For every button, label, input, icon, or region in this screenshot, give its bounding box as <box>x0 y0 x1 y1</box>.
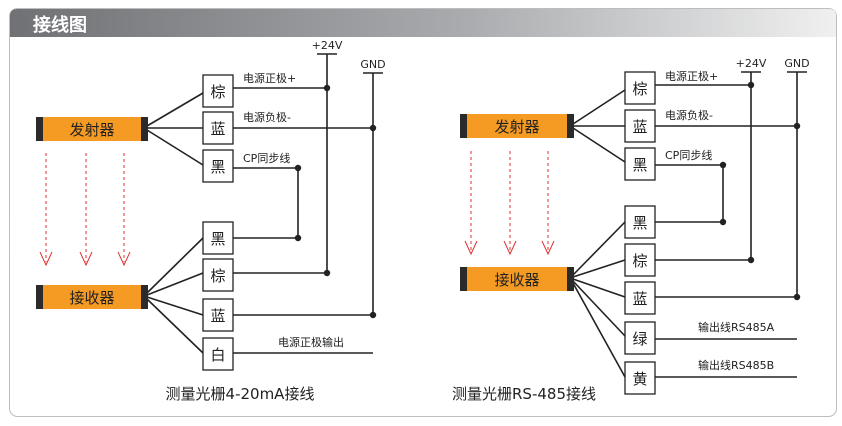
left-emitter-wire-brown <box>146 92 204 127</box>
beam-arrowhead <box>117 251 131 267</box>
wire-box <box>624 205 656 239</box>
wire-box <box>202 149 234 183</box>
junction-dot <box>747 256 755 264</box>
gnd-label: GND <box>360 58 385 71</box>
left-receiver-device: 接收器 <box>36 285 148 309</box>
wire-color-label: 棕 <box>632 80 647 98</box>
wire-color-label: 蓝 <box>210 120 225 138</box>
right-annotations: +24V GND 电源正极+ 电源负极- CP同步线 输出线RS485A 输出线… <box>665 57 810 372</box>
junction-dot <box>793 122 801 130</box>
right-emitter-device: 发射器 <box>460 114 574 138</box>
wire-color-label: 棕 <box>210 83 225 101</box>
wire-color-label: 蓝 <box>632 118 647 136</box>
wire-color-label: 黑 <box>632 214 647 232</box>
junction-dot <box>323 84 331 92</box>
wire-note-negative: 电源负极- <box>243 110 291 124</box>
wire-color-label: 绿 <box>632 330 647 348</box>
left-emitter-wire-black <box>146 129 204 166</box>
right-receiver-label: 接收器 <box>494 271 539 289</box>
junction-dot <box>719 161 727 169</box>
wire-color-label: 棕 <box>210 267 225 285</box>
wire-box <box>202 111 234 145</box>
wire-note-negative: 电源负极- <box>665 108 713 122</box>
v24-label: +24V <box>736 57 767 70</box>
rs485a-note: 输出线RS485A <box>698 320 775 334</box>
wire-box <box>202 337 234 371</box>
wire-box <box>624 321 656 355</box>
wire-box <box>202 221 234 255</box>
wire-note-positive: 电源正极+ <box>243 71 296 85</box>
left-receiver-wire-white <box>146 298 204 354</box>
gnd-label: GND <box>784 57 809 70</box>
wire-color-label: 白 <box>210 346 225 364</box>
junction-dot <box>747 81 755 89</box>
wire-color-label: 蓝 <box>210 307 225 325</box>
left-wire-boxes: 棕 蓝 黑 黑 棕 蓝 白 <box>202 74 234 371</box>
header-title: 接线图 <box>33 14 87 36</box>
wire-box <box>202 298 234 332</box>
wire-box <box>624 361 656 395</box>
right-receiver-wire-blue <box>572 278 626 298</box>
header-band <box>10 9 836 37</box>
junction-dot <box>369 311 377 319</box>
wire-box <box>202 258 234 292</box>
right-caption: 测量光栅RS-485接线 <box>452 385 596 403</box>
left-annotations: +24V GND 电源正极+ 电源负极- CP同步线 电源正极输出 <box>243 39 386 349</box>
beam-arrows <box>39 151 555 267</box>
left-black-conn <box>233 167 299 239</box>
wire-box <box>202 74 234 108</box>
rs485b-note: 输出线RS485B <box>698 358 774 372</box>
wire-box <box>624 109 656 143</box>
wire-box <box>624 281 656 315</box>
wire-note-sync: CP同步线 <box>665 148 712 162</box>
right-receiver-wire-yellow <box>572 282 626 378</box>
beam-arrowhead <box>79 251 93 267</box>
left-receiver-wire-brown <box>146 272 204 296</box>
wire-box <box>624 243 656 277</box>
left-receiver-wire-black <box>146 237 204 294</box>
junction-dot <box>719 218 727 226</box>
wire-box <box>624 71 656 105</box>
wire-color-label: 黑 <box>210 230 225 248</box>
left-emitter-label: 发射器 <box>69 121 114 139</box>
wire-color-label: 黑 <box>632 156 647 174</box>
wire-note-positive: 电源正极+ <box>665 69 718 83</box>
beam-arrowhead <box>503 240 517 256</box>
wire-color-label: 黑 <box>210 158 225 176</box>
beam-arrowhead <box>464 240 478 256</box>
junction-dots <box>294 81 801 319</box>
right-receiver-wire-brown <box>572 259 626 278</box>
junction-dot <box>294 234 302 242</box>
right-emitter-wire-brown <box>572 89 626 125</box>
junction-dot <box>793 293 801 301</box>
beam-arrowhead <box>39 251 53 267</box>
right-wire-boxes: 棕 蓝 黑 黑 棕 蓝 绿 黄 <box>624 71 656 395</box>
wire-note-sync: CP同步线 <box>243 151 290 165</box>
wire-color-label: 蓝 <box>632 290 647 308</box>
right-black-conn <box>655 164 724 223</box>
junction-dot <box>323 269 331 277</box>
beam-arrowhead <box>541 240 555 256</box>
junction-dot <box>294 164 302 172</box>
v24-label: +24V <box>312 39 343 52</box>
right-emitter-wire-black <box>572 127 626 163</box>
right-receiver-device: 接收器 <box>460 267 574 291</box>
right-receiver-wire-black <box>572 221 626 276</box>
wire-box <box>624 147 656 181</box>
output-note: 电源正极输出 <box>278 335 344 349</box>
wire-color-label: 棕 <box>632 252 647 270</box>
junction-dot <box>369 124 377 132</box>
wire-color-label: 黄 <box>632 370 647 388</box>
right-receiver-wire-green <box>572 280 626 337</box>
left-receiver-label: 接收器 <box>69 289 114 307</box>
left-caption: 测量光栅4-20mA接线 <box>166 385 315 403</box>
left-receiver-wire-blue <box>146 296 204 316</box>
right-emitter-label: 发射器 <box>494 118 539 136</box>
left-emitter-device: 发射器 <box>36 117 148 141</box>
